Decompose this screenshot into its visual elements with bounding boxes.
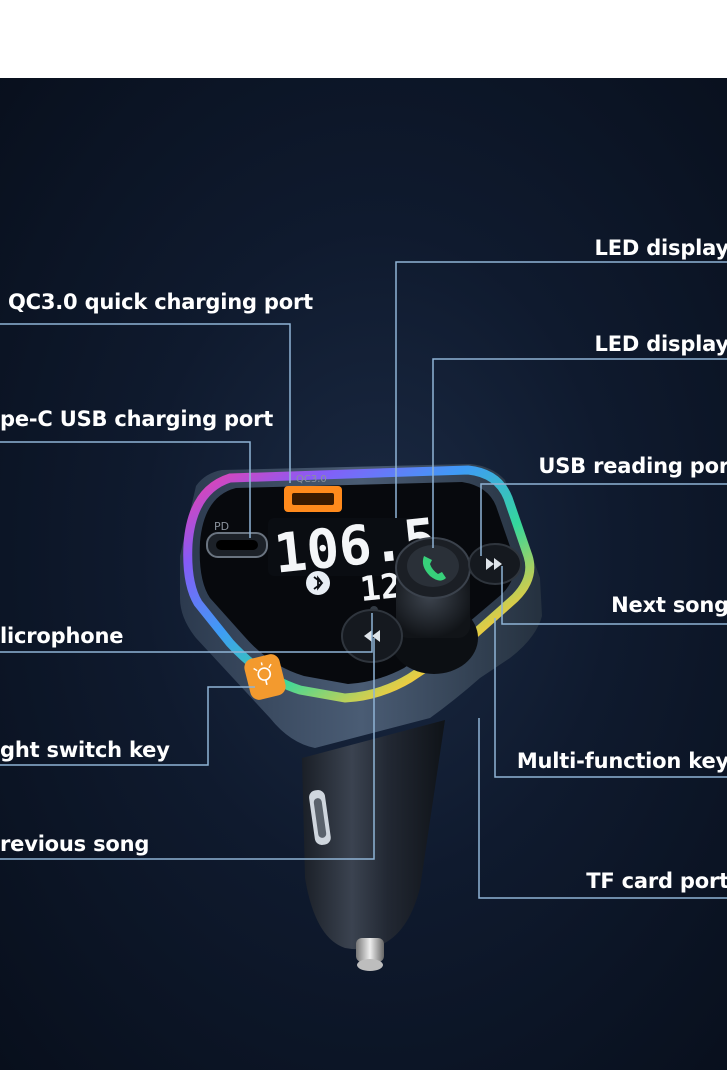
label-previous-song: revious song [0,832,150,856]
label-usb-reading-port: USB reading por [538,454,727,478]
leader-lines [0,261,727,899]
leader-light-key [0,686,255,766]
label-led-display-1: LED display [594,236,727,260]
label-light-switch-key: ght switch key [0,738,170,762]
bluetooth-icon [306,571,330,595]
label-microphone: licrophone [0,624,124,648]
leader-tf-card [478,718,727,899]
leader-led-display-2 [432,358,727,548]
label-multi-function-key: Multi-function key [516,749,727,773]
label-led-display-2: LED display [594,332,727,356]
label-qc-port: QC3.0 quick charging port [8,290,313,314]
port-pd-label: PD [214,520,229,533]
leader-next-song [501,566,727,625]
label-tf-card-port: TF card port [586,869,727,893]
leader-usb-reading [480,483,727,556]
leader-typec-port [0,441,251,538]
next-song-button[interactable] [468,543,522,585]
leader-multi-function [494,618,727,778]
label-next-song: Next song [611,593,727,617]
product-diagram: 106.5 12.6 PD QC3.0 [0,78,727,1070]
leader-previous-song [0,638,375,860]
phone-icon [422,556,446,581]
next-track-icon [486,558,502,570]
light-switch-key[interactable] [242,652,287,701]
light-bulb-icon [253,662,272,685]
multi-function-knob[interactable] [390,537,478,674]
diagram-graphics: 106.5 12.6 PD QC3.0 [0,261,727,971]
leader-microphone [0,613,373,653]
leader-led-display-1 [395,261,727,518]
leader-qc-port [0,323,291,483]
port-qc-label: QC3.0 [296,474,327,485]
label-typec-port: pe-C USB charging port [0,407,274,431]
